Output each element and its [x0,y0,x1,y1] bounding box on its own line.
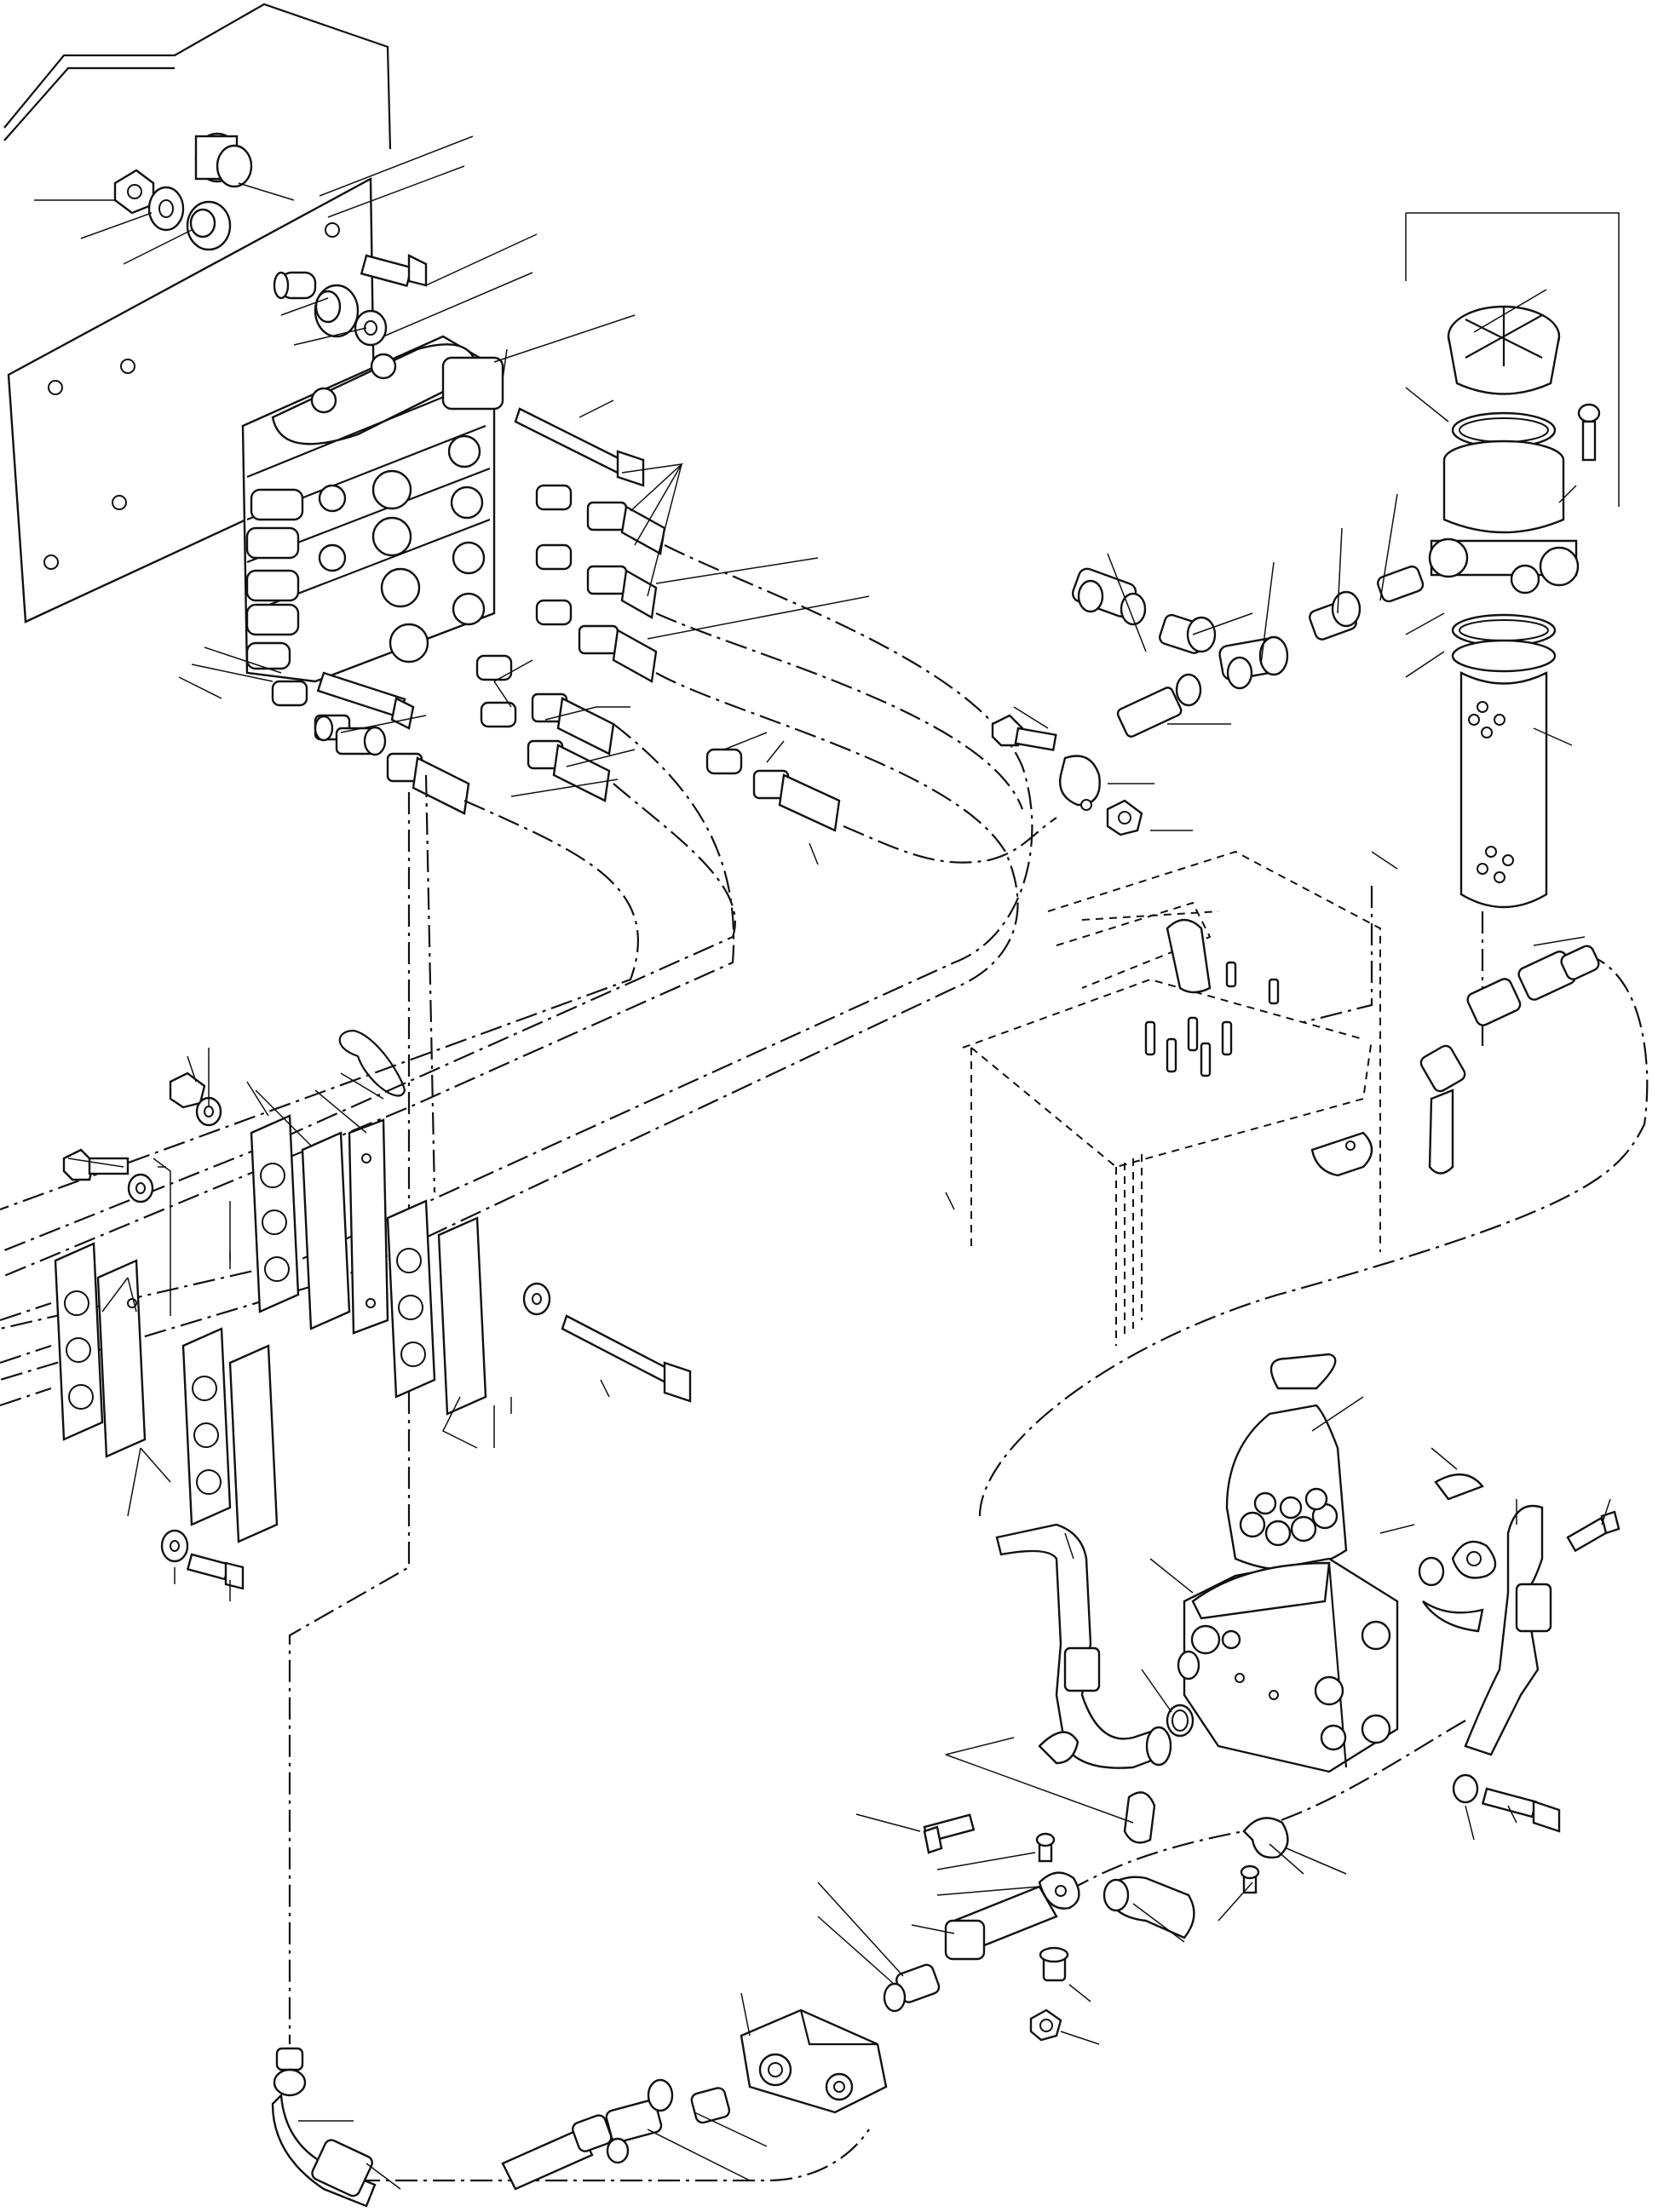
hose-clamp-block-icon [181,1327,279,1543]
hose-fitting-icon [705,748,841,832]
o-ring-icon [1418,1556,1445,1587]
hose-clamp-assembly [0,1029,692,1590]
hose-clamp-icon [1242,1817,1289,1859]
rubber-mount-icon [314,284,360,338]
bolt-icon [923,1813,976,1854]
stud-icon [1144,961,1280,1077]
washer-icon [147,186,185,232]
screw-icon [1039,1946,1069,1982]
nut-icon [169,1072,222,1127]
plate-hardware [113,132,645,487]
filter-housing-icon [1428,440,1580,595]
bolt-icon [1035,1832,1056,1863]
parts-bag-icon [1225,1353,1348,1571]
sleeve-icon [1102,1876,1195,1939]
bolt-icon [160,1529,245,1590]
bracket-outline [3,3,392,150]
hydraulic-pump-icon [1177,1557,1399,1773]
washer-icon [522,1282,551,1316]
tee-fitting-icon [1071,567,1147,626]
tank-fitting-icon [1419,1044,1466,1175]
o-ring-icon [1166,1704,1195,1738]
pump-inlet-hose [995,1523,1172,1769]
hose-clamp-block-icon [54,1242,147,1458]
washer-icon [354,309,388,347]
tee-fitting-icon [605,2078,674,2164]
tee-fitting-icon [314,714,387,756]
bolt-icon [1577,403,1601,462]
long-bolt-icon [514,407,645,487]
hose-end-icon [944,1885,1058,1961]
hose-end-icon [1116,673,1202,738]
hose-fitting-icon [386,752,470,815]
clamp-plate-icon [348,1118,389,1335]
long-bolt-icon [561,1314,692,1403]
pump-clamps [923,1731,1561,1859]
hose-fitting-icon [1159,613,1217,654]
spacer-bushing-icon [194,132,253,188]
nut-icon [1106,799,1143,836]
tank-hose [1466,945,1600,1026]
suction-hose-icon [1166,918,1212,994]
clip-icon [338,1029,406,1097]
hose-clamp-icon [1059,755,1101,811]
hose-fitting-icon [1309,590,1362,641]
screw-icon [1240,1864,1260,1894]
hose-end-icon [501,2114,613,2191]
pin-icon [273,271,317,300]
bolt-icon [991,714,1057,751]
manifold-block-icon [740,2008,888,2114]
nut-icon [113,169,155,215]
hose-end-icon [271,2047,377,2208]
hose-fitting-icon [535,484,666,555]
filter-fittings [991,565,1425,836]
filter-cap-icon [1447,305,1561,395]
pump-outlet [1422,1473,1621,1756]
bolt-icon [1452,1773,1561,1833]
hose-fitting-icon [475,654,615,802]
hose-fitting-icon [535,599,658,683]
o-ring-icon [1451,411,1557,449]
rubber-mount-icon [186,200,232,251]
hose-fitting-icon [690,2087,731,2124]
nut-icon [1029,2008,1062,2042]
control-valve-icon [241,335,504,683]
hose-clamp-icon [1038,1871,1080,1910]
bolt-icon [360,254,428,287]
hose-clamp-block-icon [250,1114,351,1330]
bolt-icon [62,1148,154,1204]
hose-fitting-icon [535,543,658,619]
hose-fitting-icon [883,1963,941,2013]
filter-element-icon [1459,671,1548,909]
tee-fitting-icon [1218,635,1289,690]
hose-clamp-block-icon [386,1199,487,1416]
oil-filter-icon [1428,305,1601,909]
o-ring-icon [1451,613,1557,673]
return-line [271,1832,1260,2208]
bolt-icon [1566,1510,1621,1553]
hose-fitting-icon [1377,565,1425,603]
hydraulic-tank-icon [962,850,1466,1346]
leader-lines [34,135,1620,2190]
